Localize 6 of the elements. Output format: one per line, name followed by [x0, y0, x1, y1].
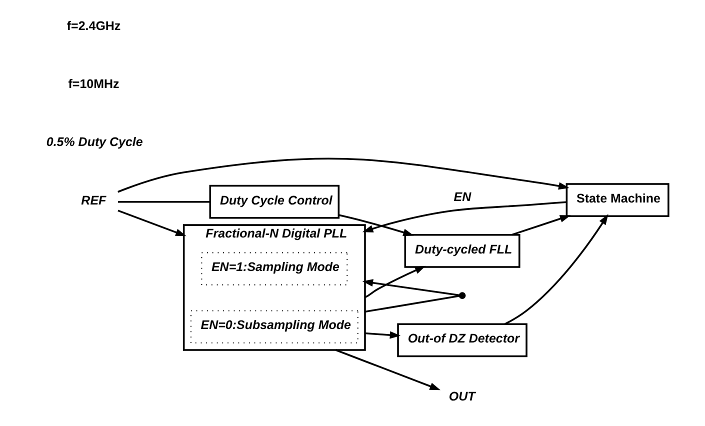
label: 0.5% Duty Cycle [46, 135, 143, 150]
label: f=2.4GHz [66, 19, 121, 34]
label: f=10MHz [68, 77, 120, 92]
node-text: OUT [448, 390, 476, 404]
node-text: REF [81, 193, 106, 208]
edge-label: EN [454, 190, 472, 204]
